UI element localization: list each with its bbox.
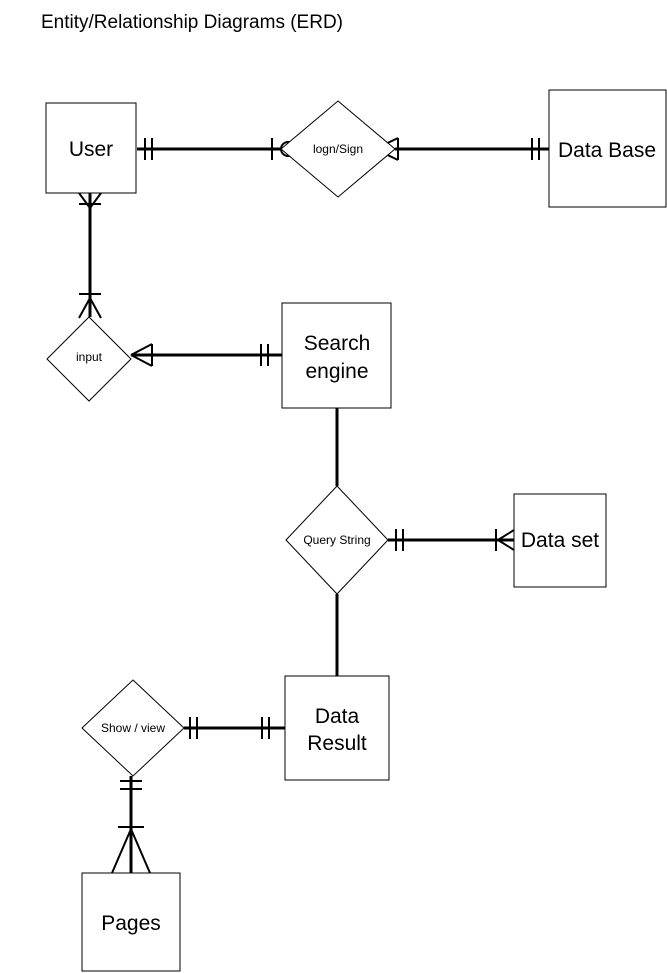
one-or-many-marker (111, 826, 151, 874)
entity-user[interactable]: User (45, 102, 137, 194)
entity-label: Data set (521, 529, 599, 552)
entity-label: User (69, 138, 113, 161)
entity-data-result[interactable]: Data Result (284, 675, 390, 781)
relationship-show[interactable]: Show / view (81, 679, 185, 777)
entity-pages[interactable]: Pages (81, 872, 181, 972)
diagram-title: Entity/Relationship Diagrams (ERD) (41, 12, 343, 33)
mandatory-one-marker (395, 529, 404, 551)
mandatory-one-marker (189, 717, 198, 739)
entity-label: Pages (101, 912, 161, 935)
entity-dataset[interactable]: Data set (513, 493, 607, 588)
mandatory-one-marker (120, 780, 142, 790)
one-or-many-marker (130, 343, 153, 367)
relationship-label: logn/Sign (313, 142, 363, 156)
mandatory-one-marker (261, 717, 270, 739)
entity-label: Result (307, 732, 367, 755)
relationship-login[interactable]: logn/Sign (280, 100, 396, 198)
many-marker (78, 192, 102, 209)
connectors (88, 147, 549, 873)
mandatory-one-marker (260, 344, 269, 366)
entity-database[interactable]: Data Base (548, 89, 667, 208)
entity-label: Search (304, 332, 371, 355)
entity-search-engine[interactable]: Search engine (281, 302, 392, 409)
mandatory-one-marker (531, 138, 540, 160)
relationship-input[interactable]: input (46, 316, 132, 402)
relationship-label: Show / view (101, 721, 165, 735)
relationship-label: input (76, 350, 103, 364)
relationship-query[interactable]: Query String (285, 485, 389, 595)
relationship-label: Query String (303, 533, 370, 547)
entity-label: Data (315, 705, 360, 728)
one-or-many-marker (78, 293, 102, 319)
entity-label: engine (305, 360, 368, 383)
one-or-many-marker (495, 529, 515, 551)
mandatory-one-marker (144, 138, 153, 160)
entity-label: Data Base (558, 139, 656, 162)
